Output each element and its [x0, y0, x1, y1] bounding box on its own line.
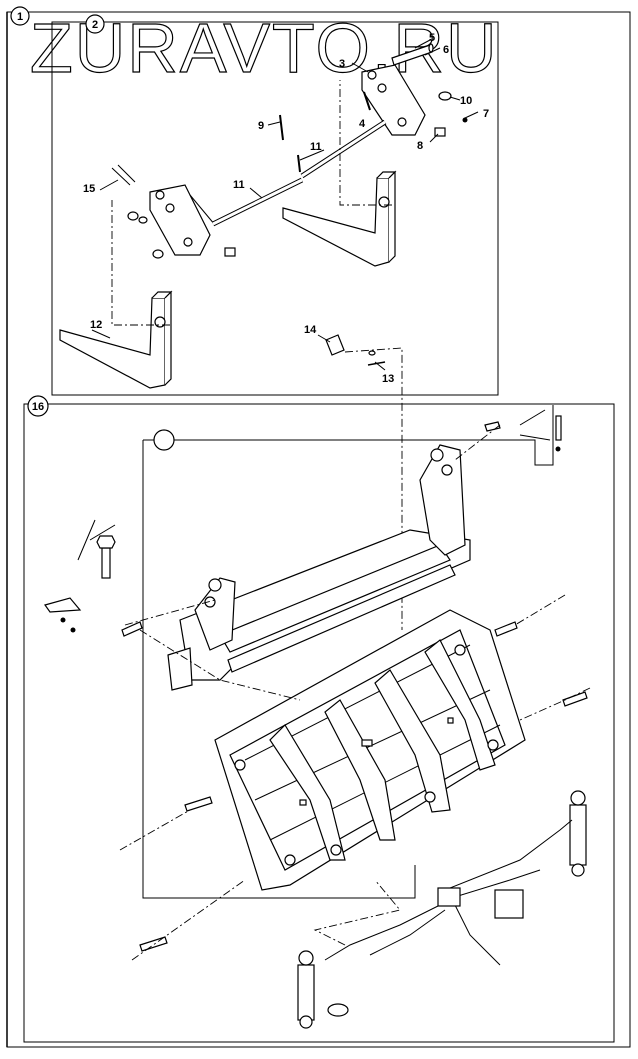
callout-6: 6: [443, 44, 449, 56]
callout-3: 3: [339, 58, 345, 70]
fork-bracket-right: [361, 64, 446, 137]
tooth-detail: [44, 519, 116, 633]
bolt-detail-right: [519, 409, 562, 452]
group-marker-16-text: 16: [32, 401, 44, 413]
fork-left: [59, 290, 173, 389]
fork-bracket-left: [149, 184, 236, 257]
group-marker-1: 1: [10, 6, 30, 26]
fork-assembly-frame: [51, 21, 499, 396]
callout-13: 13: [382, 373, 394, 385]
shaft-long: [211, 119, 387, 227]
group-marker-2: 2: [85, 14, 105, 34]
callout-5: 5: [429, 32, 435, 44]
bolt-4: [363, 91, 371, 111]
callout-11a: 11: [310, 141, 322, 153]
callout-15: 15: [83, 183, 95, 195]
lock-14: [325, 334, 386, 366]
bucket-assembly-frame: [23, 403, 615, 1043]
group-marker-16: 16: [27, 395, 49, 417]
callout-8: 8: [417, 140, 423, 152]
cylinder-right: [569, 790, 587, 877]
callout-7: 7: [483, 108, 489, 120]
group-marker-blank: [153, 429, 175, 451]
callout-10: 10: [460, 95, 472, 107]
group-marker-2-text: 2: [92, 19, 98, 31]
pin-left-coupler: [121, 621, 143, 637]
washer-10: [438, 91, 452, 101]
bolt-9: [279, 114, 284, 141]
callout-12: 12: [90, 319, 102, 331]
quick-coupler: [167, 444, 471, 691]
callout-14: 14: [304, 324, 317, 336]
fork-right: [282, 170, 397, 267]
callout-9: 9: [258, 120, 264, 132]
group-marker-1-text: 1: [17, 11, 23, 23]
callout-4: 4: [359, 118, 366, 130]
nut-7: [462, 117, 468, 123]
hydraulic-hoses: [324, 819, 573, 966]
bucket: [214, 609, 526, 891]
callout-11b: 11: [233, 179, 245, 191]
cylinder-left: [297, 950, 349, 1029]
